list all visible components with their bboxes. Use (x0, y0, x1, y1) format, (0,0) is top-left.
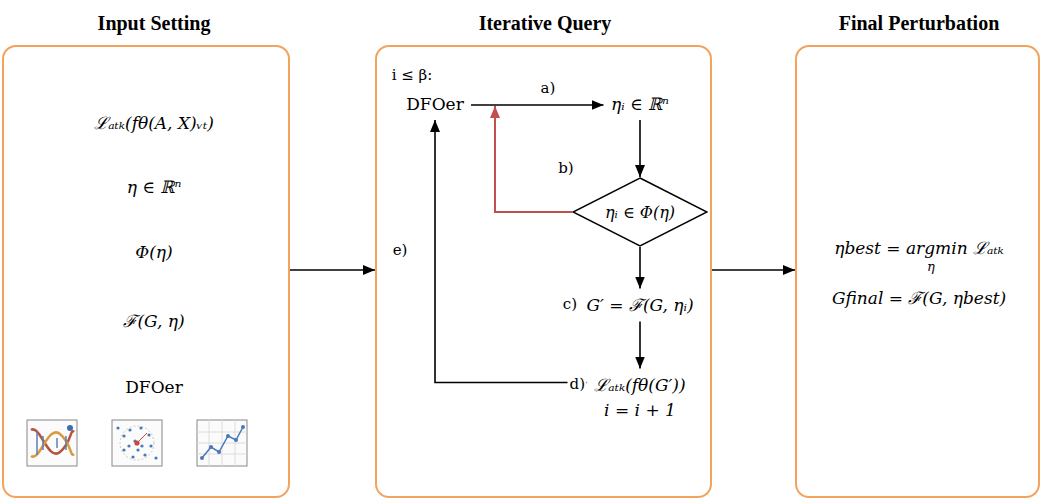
panel-heading: Final Perturbation (839, 12, 1000, 35)
sample-node: ηᵢ ∈ ℝⁿ (604, 90, 677, 120)
panel-heading: Input Setting (98, 12, 211, 35)
flow-arrow (639, 322, 641, 369)
formula-text: ηbest = argmin ℒₐₜₖ (834, 236, 1004, 259)
step-label: d) (568, 375, 587, 393)
formula-text: ℱ(G, η) (123, 309, 184, 332)
step-label: i ≤ β: (390, 66, 435, 84)
scatter-icon (112, 420, 162, 466)
formula-text: η ∈ ℝⁿ (127, 177, 182, 197)
result-panel: Final Perturbationηbest = argmin ℒₐₜₖηGf… (795, 45, 1040, 498)
formula-text: Φ(η) (135, 242, 172, 262)
step-text: ℒₐₜₖ(fθ(G′)) (593, 373, 687, 396)
formula-text: η (927, 259, 935, 274)
input-panel: Input Settingℒₐₜₖ(fθ(A, X)ᵥₜ)η ∈ ℝⁿΦ(η)ℱ… (2, 45, 290, 498)
decision-diamond: ηᵢ ∈ Φ(η) (572, 177, 708, 247)
decision-text: ηᵢ ∈ Φ(η) (605, 203, 675, 222)
perturb-node: G′ = ℱ(G, ηᵢ) (579, 289, 701, 322)
panel-heading: Iterative Query (479, 12, 612, 35)
edge-label: e) (391, 241, 410, 259)
step-text: G′ = ℱ(G, ηᵢ) (585, 293, 695, 316)
dna-icon (27, 420, 77, 466)
step-label: b) (556, 159, 575, 177)
flow-arrow (471, 104, 604, 106)
search-path-icon (197, 420, 247, 466)
formula-text: DFOer (125, 377, 183, 397)
flow-arrow (290, 269, 375, 271)
formula-text: ℒₐₜₖ(fθ(A, X)ᵥₜ) (94, 111, 214, 134)
flow-arrow (639, 247, 641, 289)
step-text: DFOer (405, 94, 465, 114)
step-text: i = i + 1 (593, 400, 687, 420)
flow-arrow (712, 269, 795, 271)
loss-node: ℒₐₜₖ(fθ(G′)) i = i + 1 (587, 369, 693, 426)
flow-arrow (435, 120, 587, 383)
step-text: ηᵢ ∈ ℝⁿ (610, 94, 671, 114)
query-panel: Iterative QueryDFOerηᵢ ∈ ℝⁿηᵢ ∈ Φ(η)G′ =… (375, 45, 712, 498)
step-label: c) (561, 295, 579, 313)
formula-text: Gfinal = ℱ(G, ηbest) (832, 286, 1006, 309)
flow-arrow (639, 120, 641, 177)
edge-label: a) (539, 79, 558, 97)
optimizer-node: DFOer (399, 90, 471, 120)
